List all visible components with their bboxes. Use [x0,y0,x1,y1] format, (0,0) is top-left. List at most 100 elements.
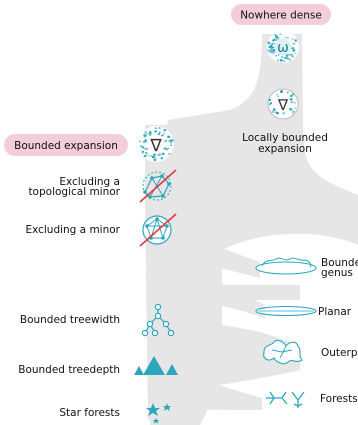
speckle-dot [294,43,296,45]
speckle-dot [276,37,279,40]
speckle-dot [284,36,287,38]
speckle-dot [152,156,155,159]
speckle-dot [272,46,275,48]
speckle-dot [286,91,289,94]
speckle-dot [146,133,149,135]
nowhere-dense-label: Nowhere dense [240,10,322,22]
speckle-dot [267,49,270,52]
speckle-dot [271,110,275,113]
crossed-minor-icon [139,213,177,247]
genus-label-2: genus [321,267,353,279]
speckle-dot [164,139,167,142]
bounded-expansion-label: Bounded expansion [14,140,118,152]
speckle-dot [269,103,271,106]
speckle-dot [280,61,283,63]
crossed-subdivision-icon [139,169,177,203]
speckle-dot [280,59,283,62]
speckle-dot [292,43,295,45]
speckle-dot [153,159,157,161]
speckle-dot [268,45,271,48]
speckle-dot [168,140,171,142]
omega-symbol: ω [277,40,289,56]
speckle-dot [139,145,143,148]
speckle-dot [168,153,171,155]
band-genus [168,230,260,278]
speckle-dot [143,155,146,157]
speckle-dot [270,47,273,49]
speckle-dot [141,152,144,154]
speckle-dot [271,47,274,49]
speckle-dot [148,132,152,135]
speckle-dot [170,144,173,146]
band-forests [168,370,262,410]
speckle-dot [272,40,274,42]
bounded-expansion-highlight [4,134,128,156]
band-nowhere-dense [150,34,358,425]
nabla-local-icon: ∇ [267,88,299,120]
speckle-dot [292,110,295,113]
speckle-dot [292,49,295,52]
speckle-dot [280,56,284,59]
speckle-dot [274,34,277,36]
triangles-icon [134,356,178,375]
speckle-dot [289,108,292,111]
speckle-dot [289,98,293,101]
speckle-dot [267,41,270,44]
genus-label-1: Bounded [321,257,358,269]
speckle-dot [271,50,274,52]
nabla-local-symbol: ∇ [277,96,289,114]
speckle-dot [269,51,271,53]
speckle-dot [275,39,278,41]
band-outerplanar [168,320,268,362]
speckle-dot [157,133,160,136]
speckle-dot [277,95,279,97]
speckle-dot [153,157,157,160]
speckle-dot [277,54,280,56]
speckle-dot [291,47,294,50]
excluding-minor-label: Excluding a minor [25,224,120,236]
speckle-dot [143,134,146,137]
speckle-dot [269,102,272,105]
speckle-dot [167,147,169,149]
speckle-dot [286,54,289,56]
band-planar [168,258,265,318]
speckle-dot [291,112,294,114]
speckle-dot [290,53,293,56]
speckle-dot [292,38,294,40]
speckle-dot [276,94,278,96]
speckle-dot [171,139,174,142]
speckle-dot [271,51,274,54]
speckle-dot [287,58,290,60]
speckle-dot [294,39,297,42]
speckle-dot [158,127,161,129]
speckle-dot [294,52,297,55]
speckle-dot [158,154,161,156]
speckle-dot [142,146,145,149]
nowhere-dense-highlight [231,4,331,25]
speckle-dot [270,45,273,48]
speckle-dot [280,90,283,93]
speckle-dot [161,134,164,137]
speckle-dot [276,112,279,115]
treedepth-label: Bounded treedepth [18,364,120,376]
speckle-dot [154,154,156,156]
speckle-dot [150,155,153,157]
speckle-dot [275,55,278,57]
top-minor-label-1: Excluding a [59,176,120,188]
speckle-dot [288,53,291,56]
omega-icon: ω [267,31,299,63]
speckle-dot [167,135,170,138]
inclusion-bands [145,34,358,425]
speckle-dot [272,49,276,52]
speckle-dot [153,153,156,156]
speckle-dot [282,112,285,115]
speckle-dot [139,140,141,142]
speckle-dot [269,49,273,52]
tree-icon [141,303,175,337]
speckle-dot [294,107,296,109]
speckle-dot [149,130,152,133]
speckle-dot [290,94,293,97]
speckle-dot [154,130,157,133]
speckle-dot [286,37,289,39]
